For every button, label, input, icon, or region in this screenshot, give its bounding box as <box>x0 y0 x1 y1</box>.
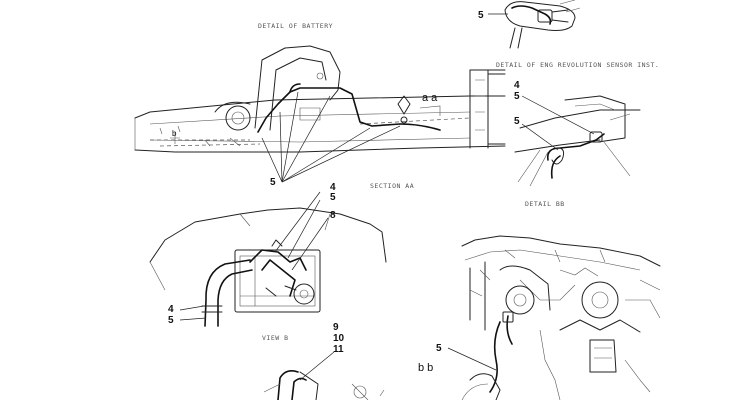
sensor-detail-view <box>514 95 641 187</box>
callout-view-10: 10 <box>333 333 345 344</box>
callout-section-4: 4 <box>330 182 336 193</box>
callout-pipe-4: 4 <box>168 304 174 315</box>
section-mark-aa: a a <box>422 92 438 104</box>
chassis-side-view <box>134 45 506 153</box>
caption-detail-battery: DETAIL OF BATTERY <box>258 22 333 30</box>
caption-section-aa: SECTION AA <box>370 182 414 190</box>
view-b-fragment <box>263 351 385 400</box>
callout-pipe-5: 5 <box>168 315 174 326</box>
callout-engine-5: 5 <box>436 343 442 354</box>
section-aa-view <box>149 191 387 327</box>
section-mark-bb: b b <box>418 362 433 374</box>
caption-detail-sensor: DETAIL OF ENG REVOLUTION SENSOR INST. <box>496 61 659 69</box>
view-mark-b: b <box>172 129 177 138</box>
callout-sensor-5b: 5 <box>514 116 520 127</box>
callout-view-9: 9 <box>333 322 339 333</box>
callout-sensor-5a: 5 <box>514 91 520 102</box>
callout-view-11: 11 <box>333 344 344 355</box>
callout-section-8: 8 <box>330 210 336 221</box>
callout-sensor-4: 4 <box>514 80 520 91</box>
battery-detail-fragment <box>488 0 581 49</box>
chassis-callout-leaders <box>261 91 401 183</box>
callout-chassis-5: 5 <box>270 177 276 188</box>
caption-detail-bb: DETAIL BB <box>525 200 565 208</box>
callout-section-5: 5 <box>330 192 336 203</box>
detail-bb-engine <box>447 235 661 400</box>
caption-view-b: VIEW B <box>262 334 288 342</box>
callout-top-5: 5 <box>478 10 484 21</box>
